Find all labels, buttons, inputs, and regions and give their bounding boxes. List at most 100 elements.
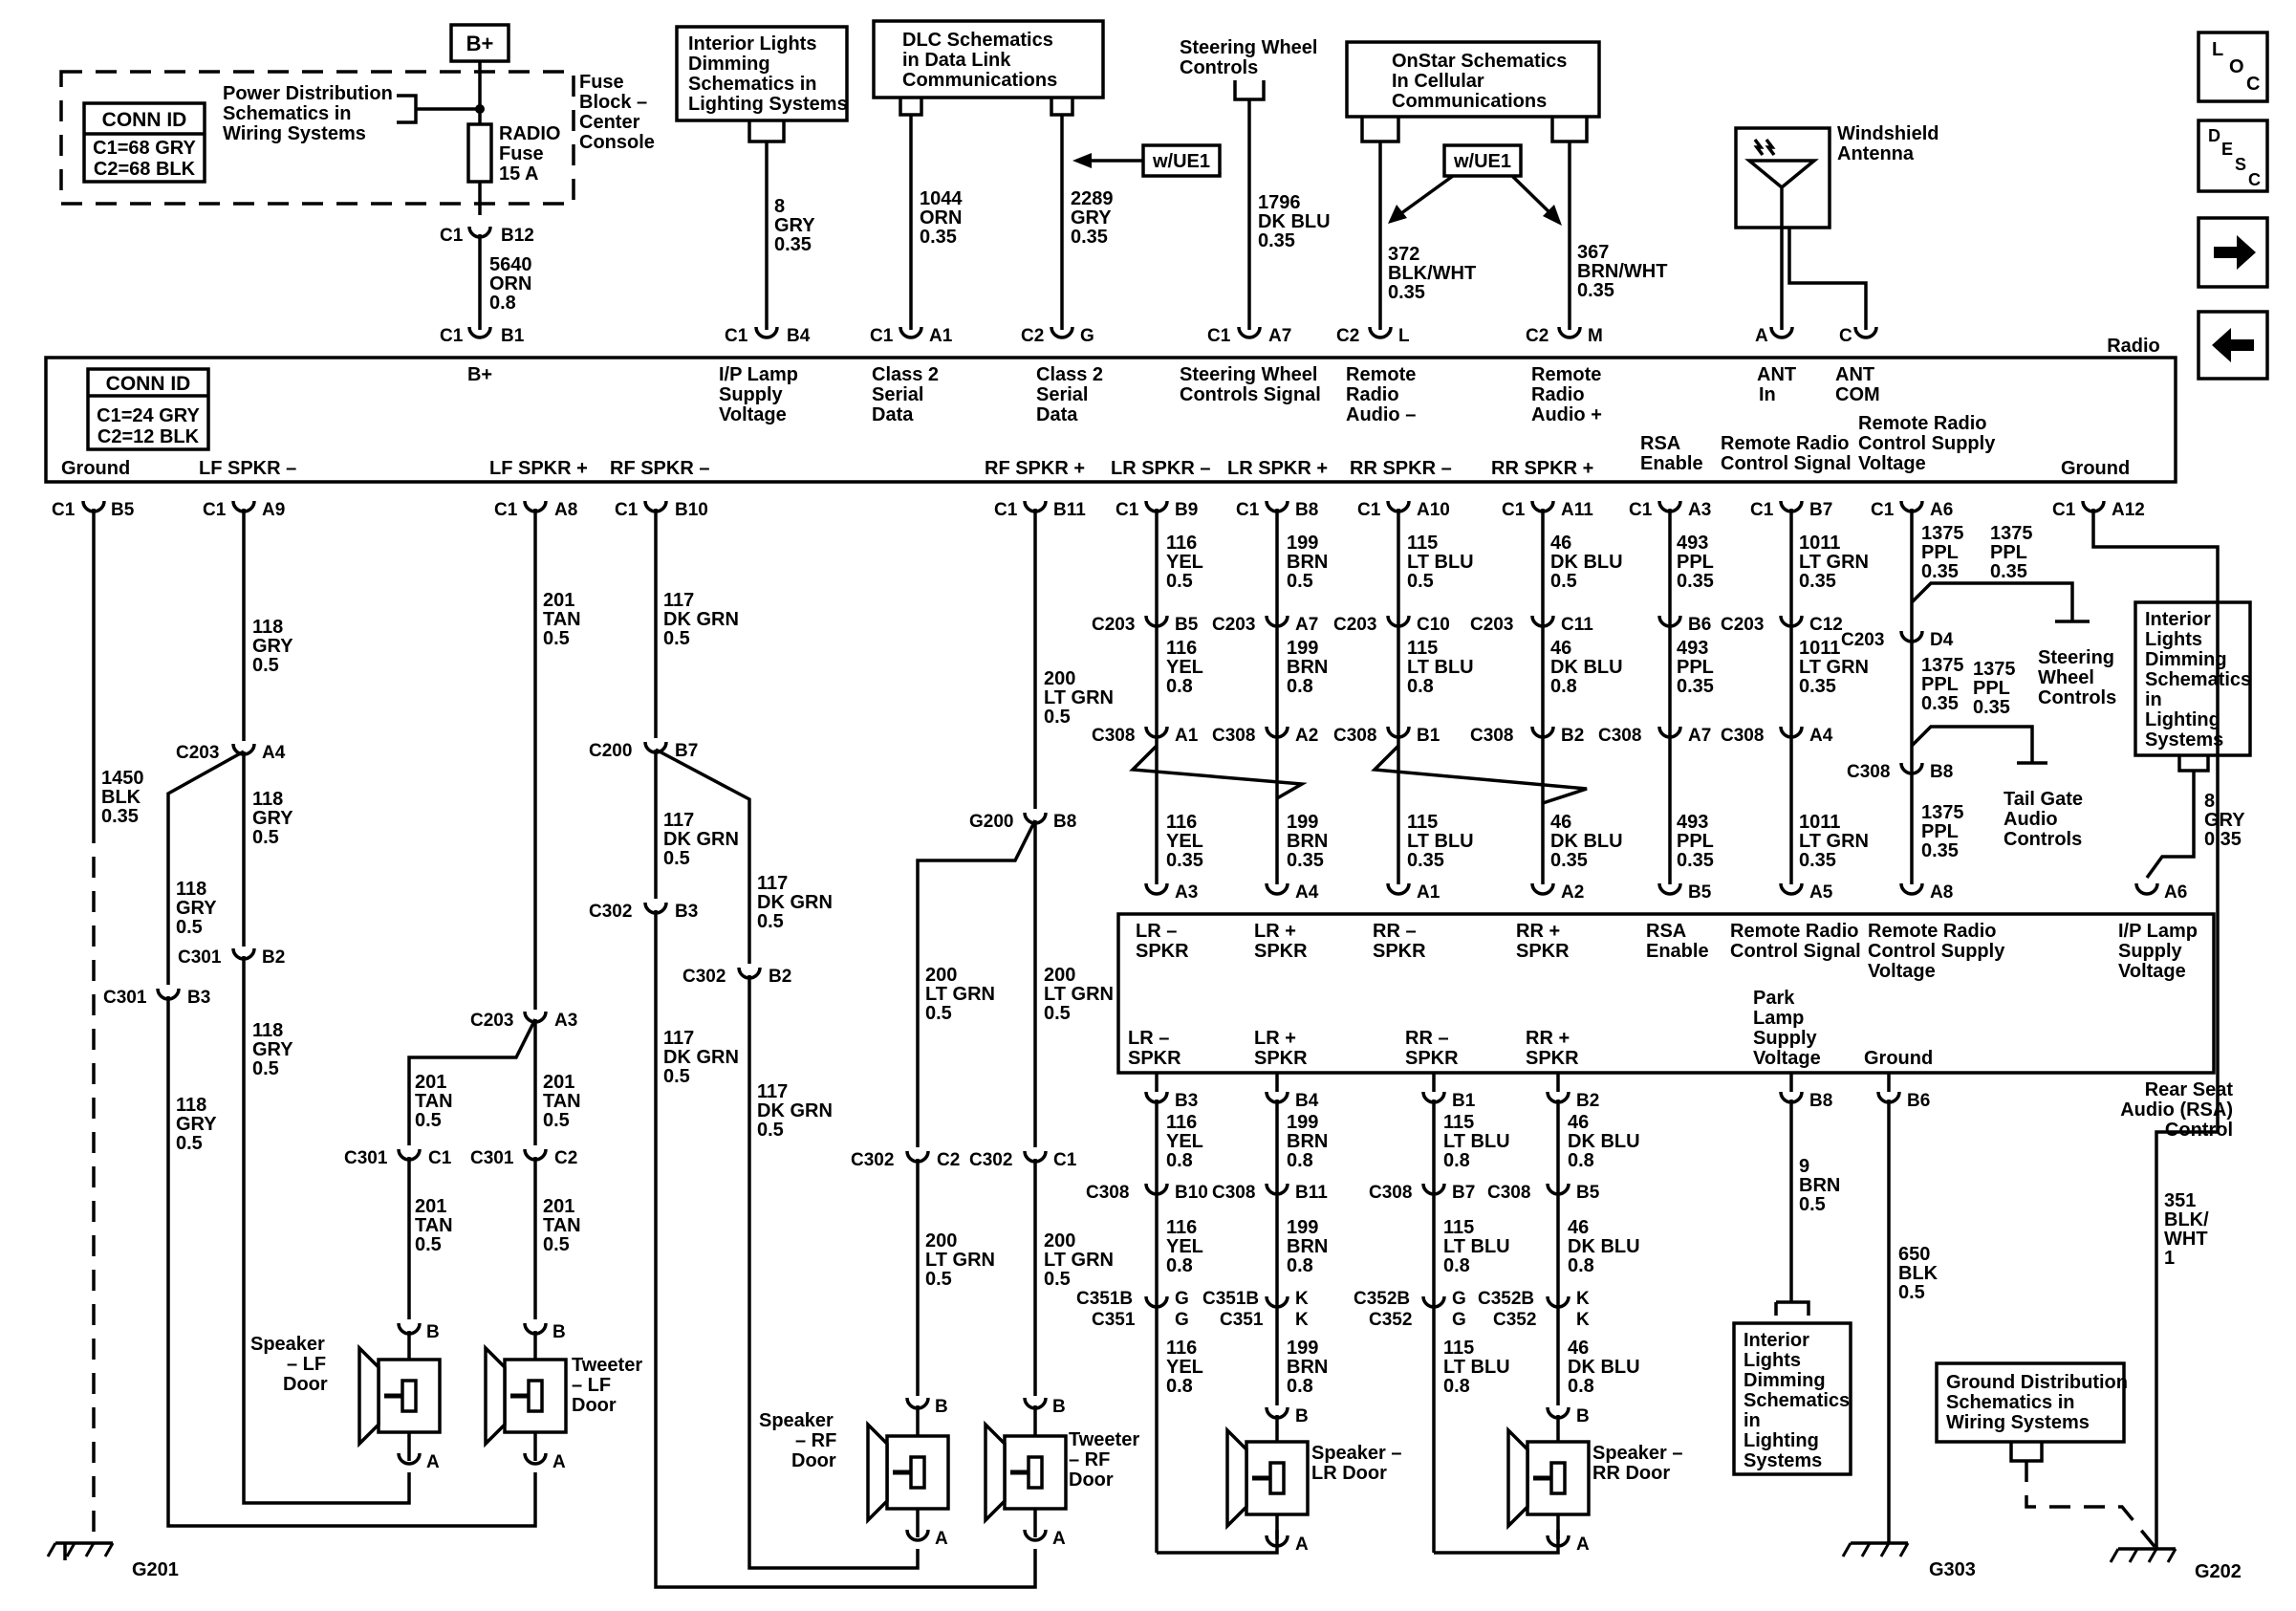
svg-text:C200: C200 xyxy=(589,741,632,761)
svg-text:Remote: Remote xyxy=(1531,364,1601,385)
svg-text:Audio –: Audio – xyxy=(1346,404,1416,425)
svg-text:A: A xyxy=(935,1529,948,1549)
svg-text:BLK: BLK xyxy=(101,787,141,808)
svg-text:B10: B10 xyxy=(1175,1183,1208,1203)
svg-text:B2: B2 xyxy=(769,967,791,987)
svg-text:0.5: 0.5 xyxy=(663,1066,690,1087)
svg-text:199: 199 xyxy=(1287,1338,1318,1359)
svg-text:TAN: TAN xyxy=(543,609,581,630)
svg-text:GRY: GRY xyxy=(252,1039,293,1060)
svg-text:C308: C308 xyxy=(1470,726,1513,746)
wire-5640-num: 5640 xyxy=(489,254,532,275)
svg-text:A4: A4 xyxy=(1809,726,1833,746)
wire-5640-gauge: 0.8 xyxy=(489,293,516,314)
svg-text:C10: C10 xyxy=(1417,615,1450,635)
svg-text:0.5: 0.5 xyxy=(1287,571,1313,592)
svg-text:Interior: Interior xyxy=(1744,1330,1809,1351)
svg-text:C1: C1 xyxy=(1053,1150,1077,1170)
svg-text:0.35: 0.35 xyxy=(1990,561,2027,582)
svg-text:8: 8 xyxy=(2204,791,2215,812)
svg-text:GRY: GRY xyxy=(2204,810,2245,831)
svg-text:YEL: YEL xyxy=(1166,831,1203,852)
svg-text:C351: C351 xyxy=(1092,1310,1136,1330)
svg-text:GRY: GRY xyxy=(176,898,217,919)
svg-text:0.35: 0.35 xyxy=(1921,561,1959,582)
svg-text:Interior: Interior xyxy=(2145,609,2211,630)
desc-button[interactable]: D E S C xyxy=(2197,119,2269,193)
svg-text:Control Signal: Control Signal xyxy=(1730,941,1861,962)
svg-text:201: 201 xyxy=(415,1072,446,1093)
svg-text:0.35: 0.35 xyxy=(1166,850,1203,871)
arrow-left-icon xyxy=(2212,328,2254,362)
svg-text:B4: B4 xyxy=(787,326,811,346)
svg-text:Dimming: Dimming xyxy=(688,54,770,75)
svg-text:Park: Park xyxy=(1753,988,1795,1009)
conn-c1-b12: C1 xyxy=(440,226,464,246)
svg-text:PPL: PPL xyxy=(1677,552,1714,573)
loc-button[interactable]: L O C xyxy=(2197,31,2269,103)
svg-text:0.5: 0.5 xyxy=(925,1269,952,1290)
svg-text:0.35: 0.35 xyxy=(1677,850,1714,871)
svg-text:Supply: Supply xyxy=(719,384,784,405)
svg-text:367: 367 xyxy=(1577,242,1609,263)
svg-text:– RF: – RF xyxy=(795,1430,836,1451)
svg-text:A5: A5 xyxy=(1809,882,1833,903)
svg-text:0.5: 0.5 xyxy=(543,1234,570,1255)
svg-text:LR SPKR +: LR SPKR + xyxy=(1227,458,1328,479)
svg-text:I/P Lamp: I/P Lamp xyxy=(2118,921,2198,942)
svg-text:0.5: 0.5 xyxy=(663,628,690,649)
svg-text:C1: C1 xyxy=(1502,500,1526,520)
svg-text:DK BLU: DK BLU xyxy=(1258,211,1331,232)
conn-id-top-box xyxy=(82,101,206,184)
svg-text:200: 200 xyxy=(1044,1230,1075,1252)
svg-text:200: 200 xyxy=(1044,965,1075,986)
svg-text:K: K xyxy=(1295,1310,1309,1330)
svg-text:BRN: BRN xyxy=(1799,1175,1840,1196)
svg-text:46: 46 xyxy=(1568,1338,1589,1359)
power-dist-label-2: Schematics in xyxy=(223,103,352,124)
svg-text:116: 116 xyxy=(1166,812,1197,833)
svg-text:Schematics: Schematics xyxy=(1744,1390,1850,1411)
svg-text:C352B: C352B xyxy=(1478,1289,1534,1309)
svg-text:DK GRN: DK GRN xyxy=(757,892,833,913)
svg-text:Data: Data xyxy=(872,404,914,425)
svg-text:BRN: BRN xyxy=(1287,1131,1328,1152)
svg-text:B2: B2 xyxy=(1576,1091,1599,1111)
next-arrow-button[interactable] xyxy=(2197,216,2269,289)
svg-text:C: C xyxy=(1839,326,1852,346)
svg-text:RR Door: RR Door xyxy=(1592,1463,1670,1484)
prev-arrow-button[interactable] xyxy=(2197,310,2269,381)
svg-text:K: K xyxy=(1576,1310,1590,1330)
svg-text:0.5: 0.5 xyxy=(663,848,690,869)
svg-text:RF SPKR –: RF SPKR – xyxy=(610,458,709,479)
svg-text:C302: C302 xyxy=(969,1150,1012,1170)
svg-text:B7: B7 xyxy=(1452,1183,1475,1203)
svg-text:G201: G201 xyxy=(132,1559,179,1580)
svg-text:0.8: 0.8 xyxy=(1166,1255,1193,1276)
svg-text:116: 116 xyxy=(1166,638,1197,659)
svg-text:Serial: Serial xyxy=(1036,384,1088,405)
rear-speakers: B3 B4 B1 B2 116 YEL 0.8 199 BRN 0.8 115 … xyxy=(1076,1073,2242,1582)
svg-text:C1=24 GRY: C1=24 GRY xyxy=(97,405,200,426)
svg-text:Audio +: Audio + xyxy=(1531,404,1602,425)
svg-text:Remote: Remote xyxy=(1346,364,1416,385)
svg-text:C2: C2 xyxy=(1336,326,1359,346)
pin-b1: B1 xyxy=(501,326,525,346)
svg-text:0.5: 0.5 xyxy=(1166,571,1193,592)
svg-text:BRN: BRN xyxy=(1287,831,1328,852)
svg-text:PPL: PPL xyxy=(1921,821,1959,842)
svg-text:RR +: RR + xyxy=(1516,921,1560,942)
svg-text:Data: Data xyxy=(1036,404,1078,425)
svg-text:0.35: 0.35 xyxy=(2204,829,2242,850)
svg-text:YEL: YEL xyxy=(1166,1236,1203,1257)
svg-text:117: 117 xyxy=(757,1081,788,1102)
svg-text:A: A xyxy=(426,1452,440,1472)
radio-fuse-label-3: 15 A xyxy=(499,163,539,185)
svg-text:0.5: 0.5 xyxy=(1044,1003,1071,1024)
svg-text:SPKR: SPKR xyxy=(1516,941,1570,962)
svg-text:B: B xyxy=(426,1322,440,1342)
svg-text:C308: C308 xyxy=(1212,1183,1255,1203)
svg-text:C1: C1 xyxy=(870,326,894,346)
svg-text:Dimming: Dimming xyxy=(2145,649,2227,670)
svg-text:LT GRN: LT GRN xyxy=(1044,1250,1114,1271)
